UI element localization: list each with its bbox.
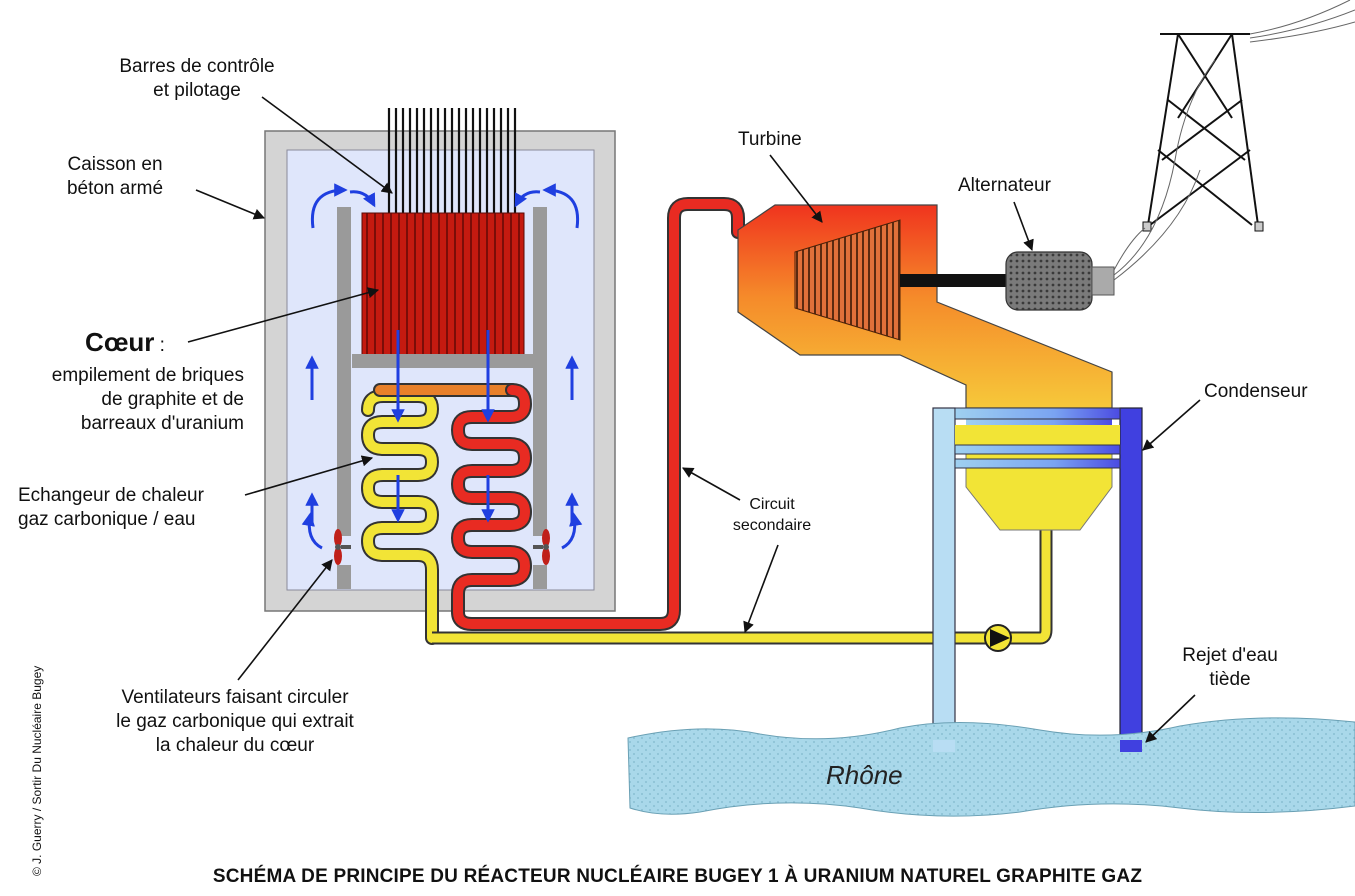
label-condenseur: Condenseur bbox=[1204, 381, 1308, 402]
label-coeur-desc-line2: de graphite et de bbox=[101, 389, 244, 410]
transmission-tower bbox=[1142, 33, 1264, 232]
alternator-terminal bbox=[1091, 266, 1115, 296]
fan-left-icon bbox=[334, 529, 351, 565]
label-echangeur-line1: Echangeur de chaleur bbox=[18, 485, 204, 506]
cooling-outlet-pipe bbox=[1119, 407, 1143, 753]
label-coeur-desc-line3: barreaux d'uranium bbox=[80, 413, 244, 434]
turbine-rotor bbox=[794, 219, 901, 341]
label-alternateur: Alternateur bbox=[958, 175, 1051, 196]
cooling-inlet-pipe bbox=[932, 407, 956, 753]
turbine-shaft bbox=[900, 274, 1010, 287]
label-coeur-title: Cœur : bbox=[50, 327, 200, 358]
core-support-plate bbox=[352, 354, 534, 368]
label-control-rods-line1: Barres de contrôle bbox=[119, 56, 275, 77]
label-ventilateurs-line3: la chaleur du cœur bbox=[155, 735, 315, 756]
alternator-body bbox=[1005, 251, 1093, 311]
label-rejet-line1: Rejet d'eau bbox=[1182, 645, 1278, 666]
label-turbine: Turbine bbox=[738, 129, 802, 150]
feed-pump bbox=[984, 624, 1012, 652]
diagram-title: SCHÉMA DE PRINCIPE DU RÉACTEUR NUCLÉAIRE… bbox=[212, 866, 1143, 887]
label-caisson-line1: Caisson en bbox=[67, 154, 163, 175]
label-circuit-secondaire: Circuit secondaire bbox=[712, 494, 832, 536]
label-control-rods: Barres de contrôle et pilotage bbox=[92, 55, 302, 103]
inner-wall-right-lower bbox=[533, 565, 547, 589]
label-rejet: Rejet d'eau tiède bbox=[1160, 644, 1300, 692]
copyright-credit: © J. Guerry / Sortir Du Nucléaire Bugey bbox=[30, 665, 44, 876]
label-control-rods-line2: et pilotage bbox=[153, 80, 241, 101]
fan-right-icon bbox=[533, 529, 550, 565]
label-ventilateurs-line2: le gaz carbonique qui extrait bbox=[116, 711, 354, 732]
label-coeur-desc-line1: empilement de briques bbox=[51, 365, 244, 386]
inner-wall-left-lower bbox=[337, 565, 351, 589]
label-coeur-colon: : bbox=[154, 335, 165, 356]
inner-wall-right-upper bbox=[533, 207, 547, 536]
label-echangeur-line2: gaz carbonique / eau bbox=[18, 509, 196, 530]
label-ventilateurs-line1: Ventilateurs faisant circuler bbox=[121, 687, 349, 708]
label-coeur-word: Cœur bbox=[85, 327, 155, 357]
label-caisson-line2: béton armé bbox=[66, 178, 164, 199]
label-rejet-line2: tiède bbox=[1209, 669, 1251, 690]
label-coeur-desc: empilement de briques de graphite et de … bbox=[0, 364, 244, 436]
co2-flow-arrows bbox=[301, 183, 583, 550]
reactor-core bbox=[361, 212, 525, 356]
label-leader-arrows bbox=[187, 96, 1201, 743]
label-circuit-line2: secondaire bbox=[732, 517, 812, 534]
label-circuit-line1: Circuit bbox=[749, 496, 795, 513]
rhone-river bbox=[627, 717, 1355, 817]
label-caisson: Caisson en béton armé bbox=[40, 153, 190, 201]
inner-wall-left-upper bbox=[337, 207, 351, 536]
control-rods bbox=[387, 108, 517, 232]
label-rhone: Rhône bbox=[826, 760, 903, 790]
label-ventilateurs: Ventilateurs faisant circuler le gaz car… bbox=[70, 686, 400, 758]
label-echangeur: Echangeur de chaleur gaz carbonique / ea… bbox=[18, 484, 204, 532]
power-lines bbox=[1113, 0, 1355, 281]
